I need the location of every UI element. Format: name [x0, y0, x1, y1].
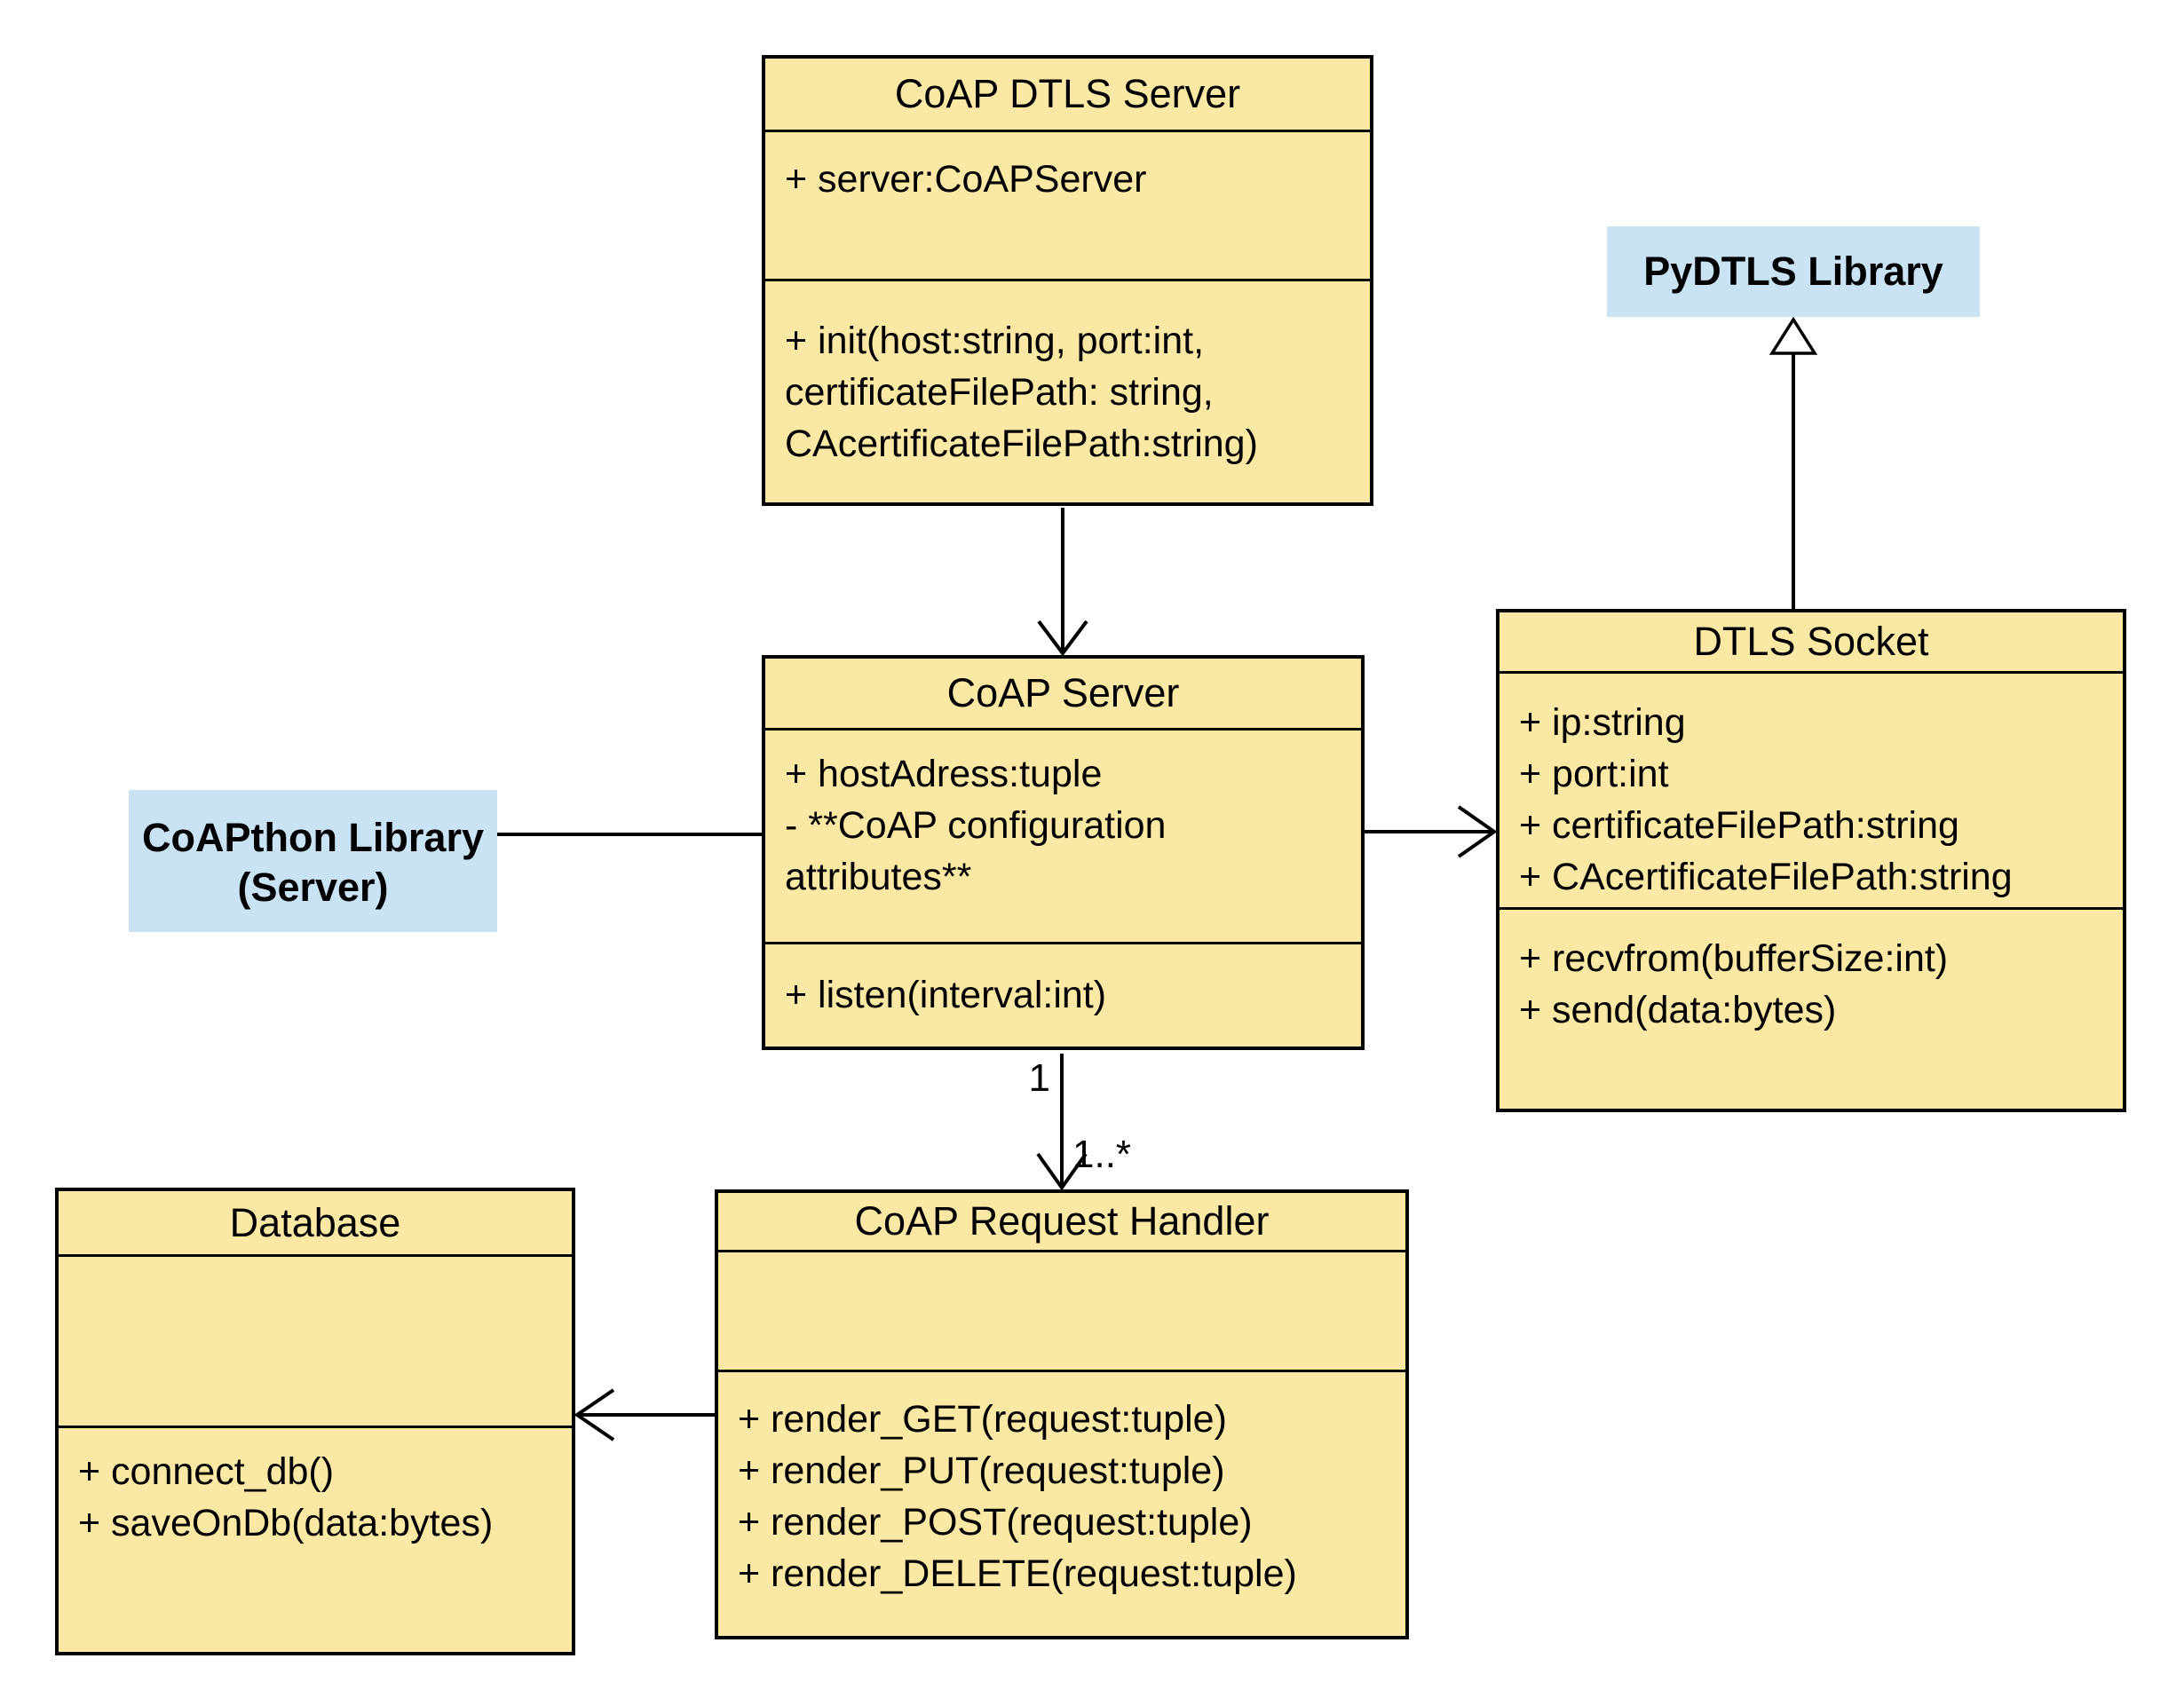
- methods-compartment: + listen(interval:int): [765, 944, 1361, 1047]
- class-title: CoAP Server: [765, 659, 1361, 731]
- methods-compartment: + recvfrom(bufferSize:int) + send(data:b…: [1500, 910, 2123, 1109]
- class-title: CoAP Request Handler: [718, 1193, 1405, 1252]
- method: + saveOnDb(data:bytes): [78, 1502, 494, 1544]
- class-coap-dtls-server: CoAP DTLS Server + server:CoAPServer + i…: [762, 55, 1373, 506]
- attribute: + certificateFilePath:string: [1519, 804, 1959, 847]
- edge-dtls-socket-to-pydtls-library: [1769, 316, 1818, 609]
- open-arrowhead-left-icon: [574, 1388, 615, 1441]
- edge-coap-dtls-server-to-coap-server: [1037, 508, 1088, 657]
- method: + render_DELETE(request:tuple): [738, 1552, 1297, 1595]
- multiplicity-label-source: 1: [1028, 1056, 1050, 1100]
- method: + render_POST(request:tuple): [738, 1501, 1253, 1544]
- attributes-compartment: + ip:string + port:int + certificateFile…: [1500, 674, 2123, 910]
- attribute: + server:CoAPServer: [785, 158, 1147, 201]
- method: + connect_db(): [78, 1450, 335, 1493]
- attributes-compartment: + server:CoAPServer: [765, 132, 1370, 281]
- edge-coap-server-to-dtls-socket: [1365, 805, 1498, 858]
- class-dtls-socket: DTLS Socket + ip:string + port:int + cer…: [1496, 609, 2126, 1112]
- method: + render_PUT(request:tuple): [738, 1449, 1225, 1492]
- hollow-triangle-arrowhead-icon: [1769, 316, 1818, 355]
- attribute: + port:int: [1519, 753, 1669, 795]
- library-label: CoAPthon Library (Server): [141, 815, 484, 910]
- attribute: + ip:string: [1519, 701, 1686, 744]
- class-database: Database + connect_db() + saveOnDb(data:…: [55, 1188, 575, 1655]
- library-label: PyDTLS Library: [1643, 249, 1943, 294]
- methods-compartment: + render_GET(request:tuple) + render_PUT…: [718, 1372, 1405, 1636]
- methods-compartment: + init(host:string, port:int, certificat…: [765, 281, 1370, 502]
- attribute: + hostAdress:tuple: [785, 753, 1103, 795]
- open-arrowhead-down-icon: [1037, 620, 1088, 657]
- attributes-compartment: [718, 1252, 1405, 1372]
- attribute: - **CoAP configuration attributes**: [785, 804, 1167, 898]
- library-coapthon: CoAPthon Library (Server): [129, 790, 497, 932]
- attributes-compartment: [59, 1257, 572, 1428]
- method: + render_GET(request:tuple): [738, 1398, 1227, 1441]
- class-title: CoAP DTLS Server: [765, 59, 1370, 132]
- class-coap-server: CoAP Server + hostAdress:tuple - **CoAP …: [762, 655, 1365, 1050]
- class-coap-request-handler: CoAP Request Handler + render_GET(reques…: [715, 1189, 1409, 1639]
- method: + init(host:string, port:int, certificat…: [785, 320, 1258, 465]
- class-title: DTLS Socket: [1500, 612, 2123, 674]
- library-pydtls: PyDTLS Library: [1607, 226, 1980, 317]
- multiplicity-label-target: 1..*: [1072, 1133, 1132, 1176]
- edge-coap-request-handler-to-database: [574, 1388, 715, 1441]
- class-title: Database: [59, 1191, 572, 1257]
- attributes-compartment: + hostAdress:tuple - **CoAP configuratio…: [765, 731, 1361, 944]
- method: + send(data:bytes): [1519, 989, 1837, 1031]
- method: + recvfrom(bufferSize:int): [1519, 937, 1949, 980]
- attribute: + CAcertificateFilePath:string: [1519, 856, 2013, 898]
- methods-compartment: + connect_db() + saveOnDb(data:bytes): [59, 1428, 572, 1652]
- method: + listen(interval:int): [785, 974, 1107, 1016]
- open-arrowhead-right-icon: [1457, 805, 1498, 858]
